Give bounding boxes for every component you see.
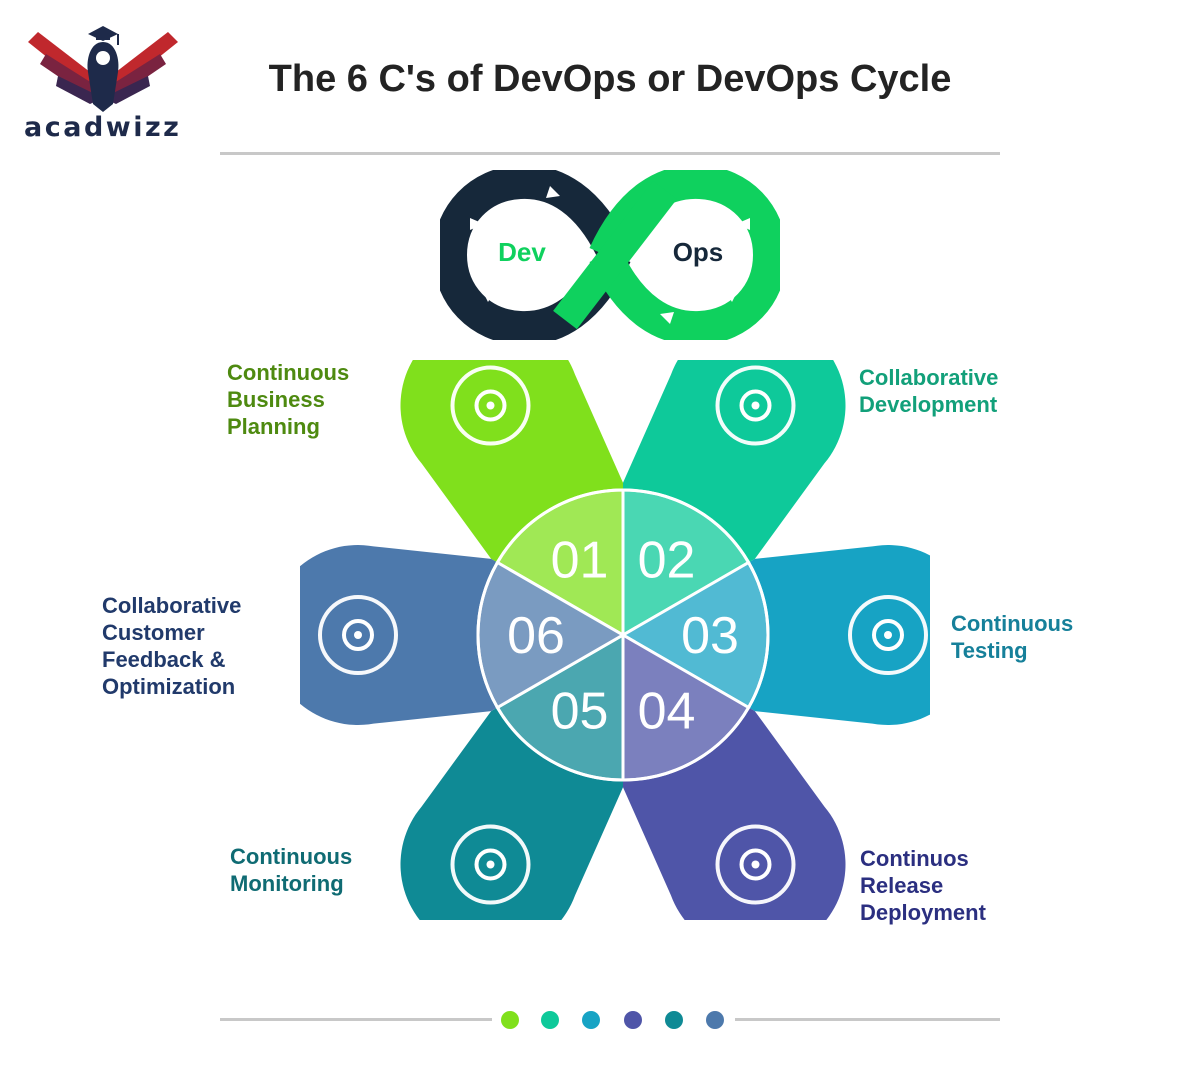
phase-dot-5: [665, 1011, 683, 1029]
phase-number-06: 06: [507, 607, 565, 665]
phase-number-01: 01: [551, 532, 609, 590]
phase-label-line: Continuous: [227, 360, 350, 385]
devops-cycle-flower: 01 02 03 04 05 06: [300, 360, 930, 920]
top-divider: [220, 152, 1000, 155]
phase-label-line: Continuous: [951, 611, 1074, 636]
phase-dot-2: [541, 1011, 559, 1029]
phase-label-line: Continuos: [860, 846, 969, 871]
phase-number-03: 03: [681, 607, 739, 665]
phase-number-04: 04: [638, 682, 696, 740]
phase-label-line: Monitoring: [230, 871, 344, 896]
phase-dot-6: [706, 1011, 724, 1029]
phase-label-line: Testing: [951, 638, 1028, 663]
phase-number-02: 02: [638, 532, 696, 590]
dev-loop: [440, 170, 631, 340]
phase-label-line: Collaborative: [102, 593, 242, 618]
team-feedback-icon: [318, 595, 398, 675]
bottom-divider-right: [735, 1018, 1000, 1021]
phase-petal-03: [623, 545, 930, 725]
magnifier-chart-icon: [450, 824, 531, 905]
ops-label: Ops: [673, 237, 724, 267]
page-title: The 6 C's of DevOps or DevOps Cycle: [268, 58, 952, 100]
inner-ring: [476, 488, 770, 782]
phase-label-line: Deployment: [860, 900, 986, 925]
phase-label-line: Business: [227, 387, 325, 412]
phase-label-line: Continuous: [230, 844, 353, 869]
phase-dot-3: [582, 1011, 600, 1029]
phase-dot-1: [501, 1011, 519, 1029]
gear-cycle-icon: [715, 824, 796, 905]
phase-number-05: 05: [551, 682, 609, 740]
phase-label-line: Collaborative: [859, 365, 999, 390]
phase-label-line: Development: [859, 392, 998, 417]
phase-label-line: Release: [860, 873, 944, 898]
dev-label: Dev: [498, 237, 546, 267]
idea-network-icon: [715, 365, 796, 446]
phase-label-line: Customer: [102, 620, 205, 645]
acadwizz-logo: [28, 26, 178, 112]
presentation-board-icon: [450, 365, 531, 446]
brand-name: acadwizz: [24, 112, 182, 143]
phase-dot-4: [624, 1011, 642, 1029]
phase-label-line: Optimization: [102, 674, 236, 699]
phase-label-line: Feedback &: [102, 647, 226, 672]
phase-label-line: Planning: [227, 414, 320, 439]
rocket-cycle-icon: [848, 595, 928, 675]
ops-loop: [589, 170, 780, 340]
devops-infinity-logo: Dev Ops: [440, 170, 780, 340]
bottom-divider-left: [220, 1018, 492, 1021]
